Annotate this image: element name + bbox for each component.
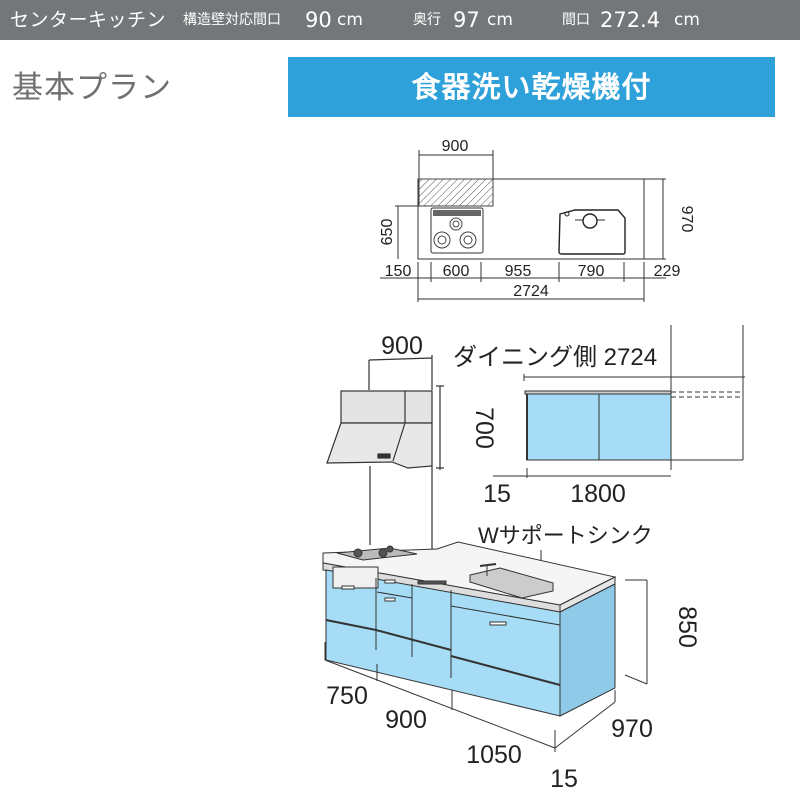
sink-icon	[558, 209, 626, 255]
header-title: センターキッチン	[10, 9, 167, 31]
width-value: 272.4	[600, 8, 661, 32]
structure-value: 90	[305, 8, 332, 32]
width-label: 間口	[562, 12, 590, 28]
sink-label: Wサポートシンク	[478, 523, 653, 548]
dining-offset: 15	[483, 480, 511, 508]
width-900: 900	[385, 706, 427, 734]
header-bar: センターキッチン 構造壁対応間口 90 cm 奥行 97 cm 間口 272.4…	[0, 0, 800, 40]
hood-width: 900	[381, 332, 423, 360]
depth-label: 奥行	[413, 12, 441, 28]
width-1050: 1050	[466, 741, 522, 769]
top-right-depth: 970	[678, 206, 695, 233]
end-offset: 15	[550, 765, 578, 793]
top-seg-3: 790	[578, 263, 605, 280]
cabinet-depth: 970	[611, 715, 653, 743]
top-left-depth: 650	[379, 219, 396, 246]
range-hood	[326, 355, 444, 555]
hood-hatch	[418, 178, 494, 207]
stove-icon	[430, 207, 484, 254]
structure-label: 構造壁対応間口	[183, 12, 281, 28]
kitchen-perspective	[322, 541, 648, 752]
top-seg-4: 229	[654, 263, 681, 280]
top-view-plan	[380, 150, 666, 302]
structure-unit: cm	[337, 10, 363, 30]
depth-value: 97	[453, 8, 480, 32]
width-unit: cm	[674, 10, 700, 30]
top-seg-0: 150	[385, 263, 412, 280]
plan-label: 基本プラン	[12, 70, 172, 106]
feature-banner: 食器洗い乾燥機付	[288, 57, 775, 117]
dining-side-label: ダイニング側 2724	[453, 344, 657, 371]
cabinet-height: 850	[673, 606, 701, 648]
dining-side-cabinet	[493, 325, 745, 478]
width-750: 750	[326, 682, 368, 710]
top-seg-1: 600	[443, 263, 470, 280]
dining-cabinet-width: 1800	[570, 480, 626, 508]
hood-height: 700	[470, 407, 498, 449]
top-total-width: 2724	[513, 283, 549, 300]
top-seg-2: 955	[505, 263, 532, 280]
top-hood-width: 900	[442, 138, 469, 155]
depth-unit: cm	[487, 10, 513, 30]
